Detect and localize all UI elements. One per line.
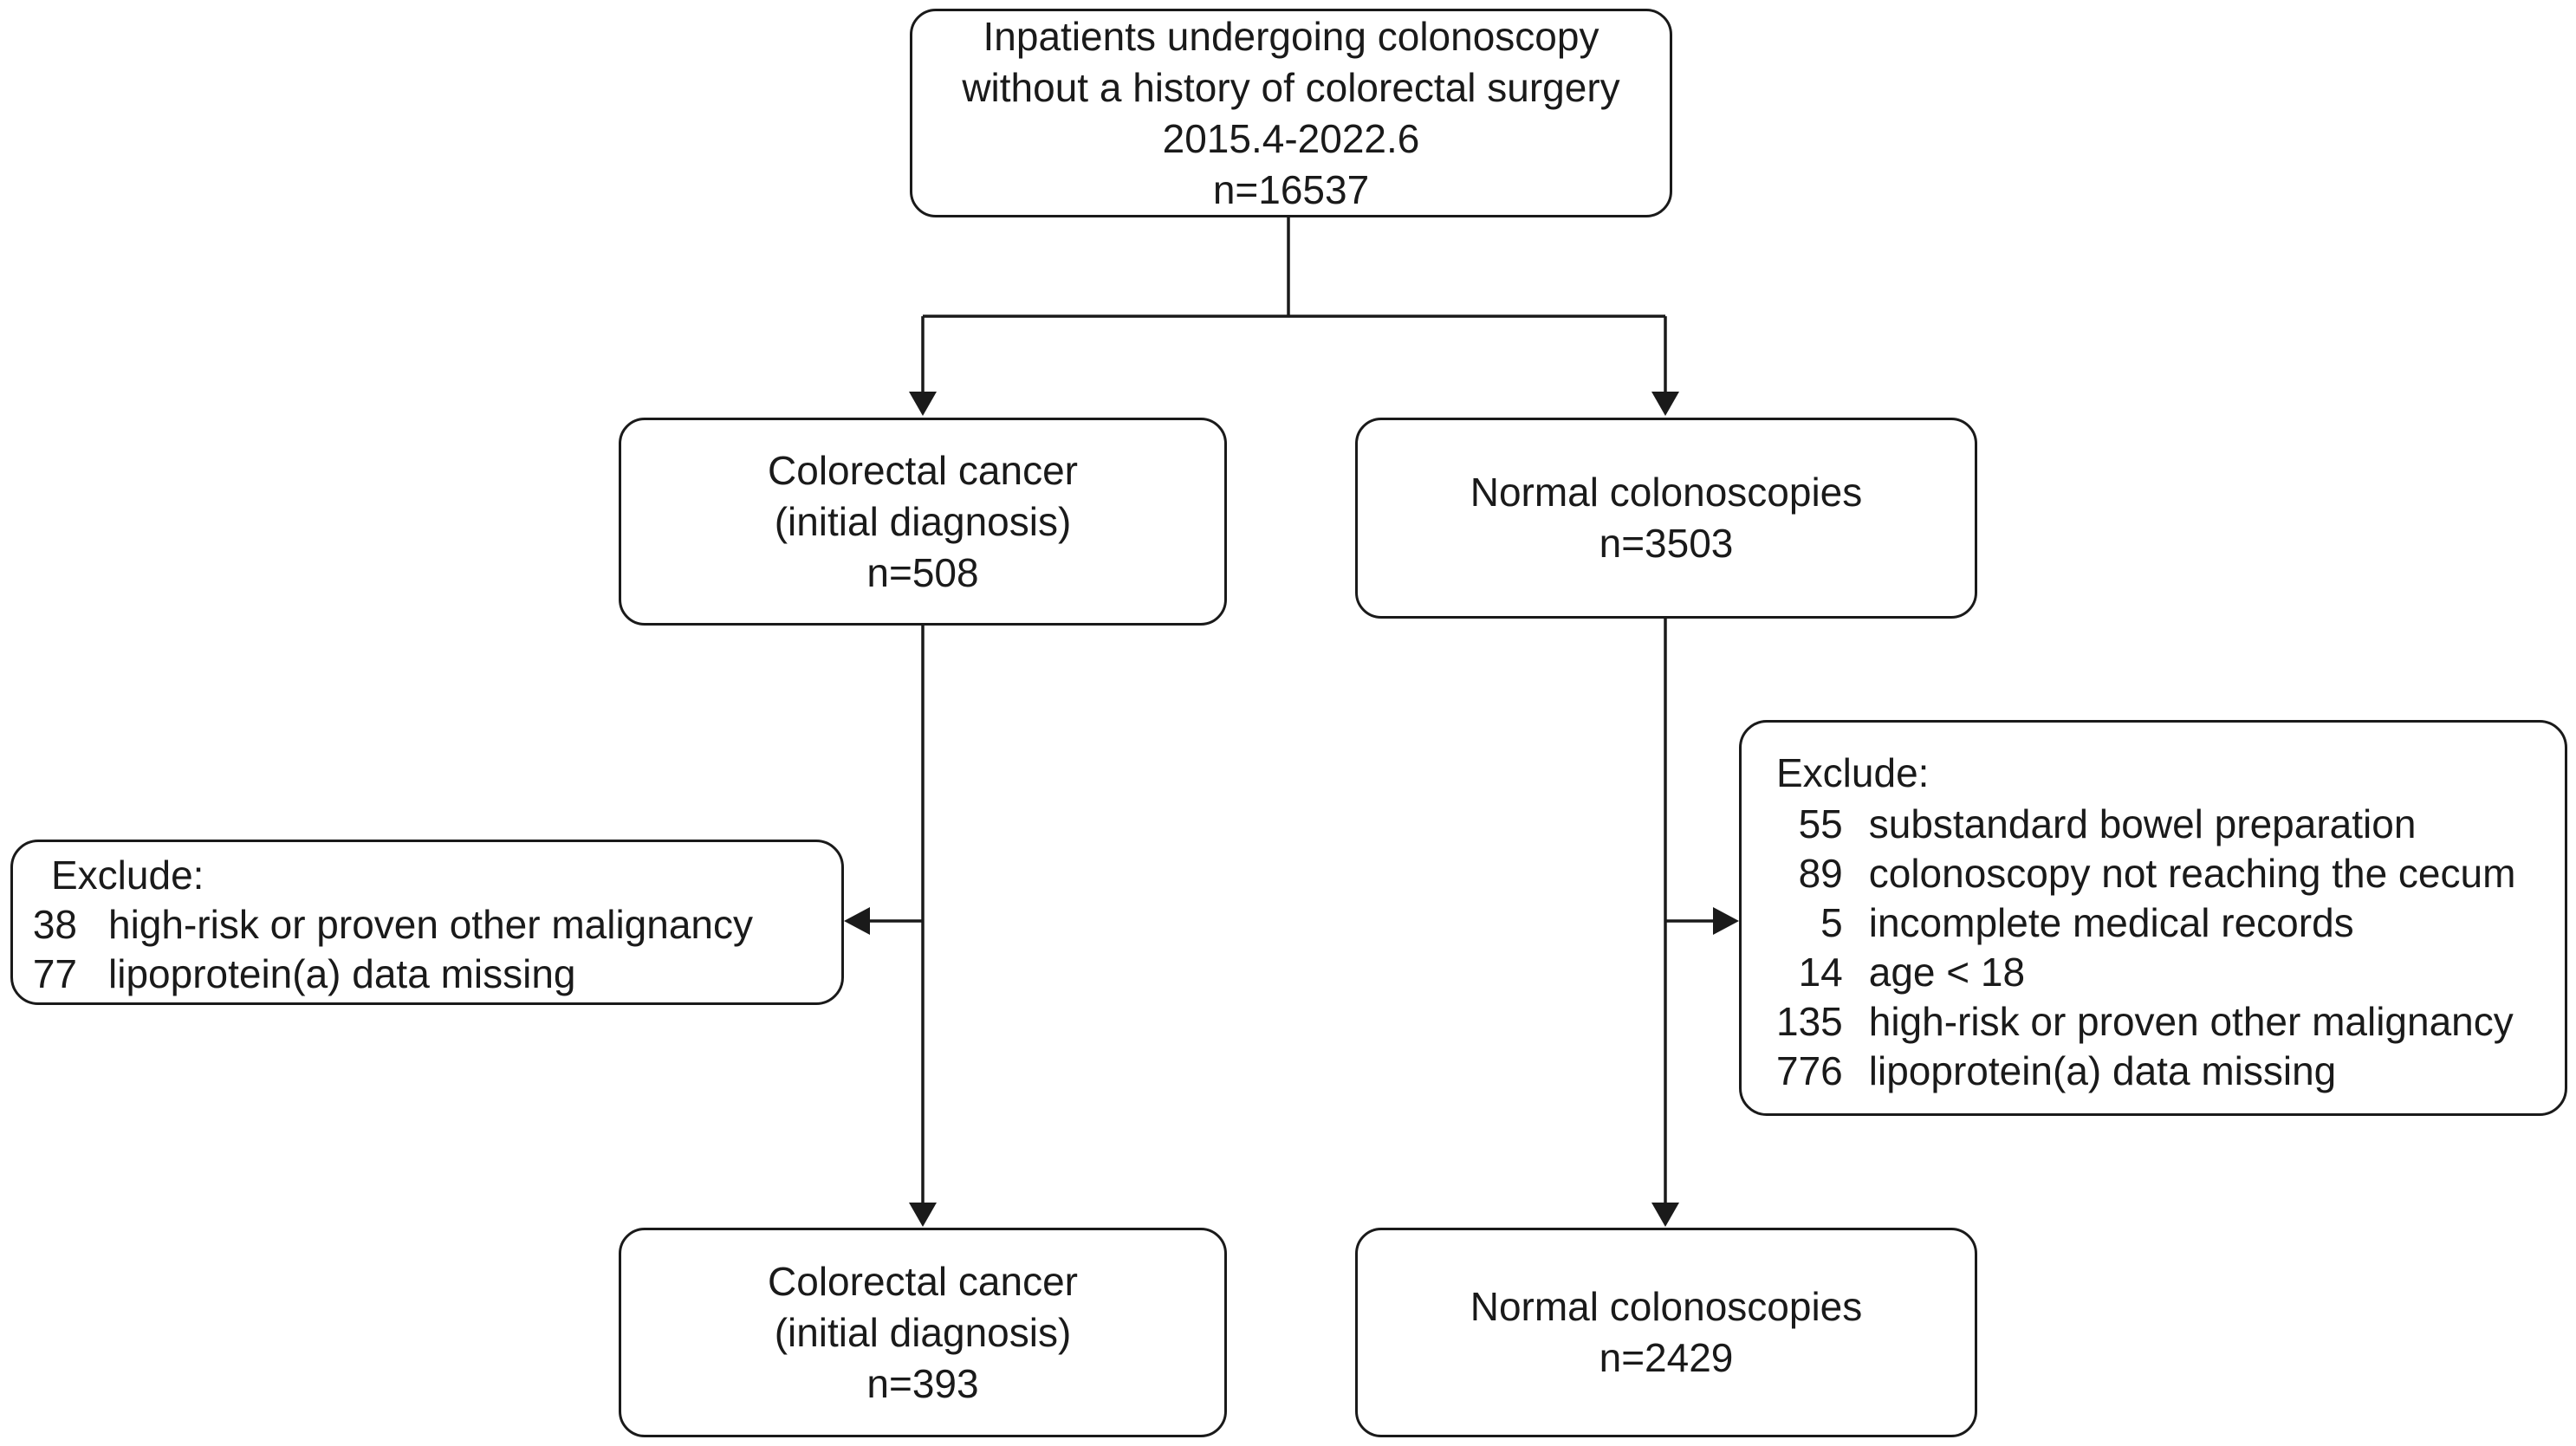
list-item: 89 colonoscopy not reaching the cecum — [1776, 849, 2516, 898]
exclude-reason: substandard bowel preparation — [1868, 801, 2417, 846]
exclude-count: 5 — [1820, 900, 1843, 945]
box-normal-line-2: n=3503 — [1599, 521, 1734, 566]
exclude-count: 14 — [1798, 950, 1843, 995]
arrowhead-normal-exclude — [1713, 907, 1739, 935]
box-normal-final-line-1: Normal colonoscopies — [1470, 1284, 1863, 1329]
box-crc-line-1: Colorectal cancer — [768, 447, 1078, 493]
exclude-reason: high-risk or proven other malignancy — [108, 902, 754, 947]
arrowhead-crc-final — [909, 1203, 937, 1227]
normal-exclude-list: 55 substandard bowel preparation 89 colo… — [1776, 800, 2515, 1096]
list-item: 5 incomplete medical records — [1776, 898, 2515, 948]
box-crc-final-line-1: Colorectal cancer — [768, 1258, 1078, 1304]
list-item: 55 substandard bowel preparation — [1776, 800, 2515, 849]
exclude-count: 38 — [32, 902, 77, 947]
exclude-count: 135 — [1776, 999, 1843, 1044]
box-inpatients-line-2: without a history of colorectal surgery — [962, 64, 1620, 110]
box-crc-final: Colorectal cancer (initial diagnosis) n=… — [619, 1228, 1227, 1437]
box-normal: Normal colonoscopies n=3503 — [1355, 418, 1977, 619]
box-normal-final-line-2: n=2429 — [1599, 1335, 1734, 1380]
exclude-count: 89 — [1798, 851, 1843, 896]
box-normal-exclusions: Exclude: 55 substandard bowel preparatio… — [1739, 720, 2567, 1116]
arrowhead-to-normal — [1651, 392, 1679, 416]
exclude-reason: lipoprotein(a) data missing — [1868, 1048, 2337, 1093]
box-crc-final-line-3: n=393 — [866, 1360, 979, 1406]
exclude-reason: colonoscopy not reaching the cecum — [1868, 851, 2516, 896]
exclude-reason: lipoprotein(a) data missing — [108, 951, 576, 996]
box-normal-final: Normal colonoscopies n=2429 — [1355, 1228, 1977, 1437]
box-inpatients-line-3: 2015.4-2022.6 — [1162, 115, 1420, 161]
box-inpatients-line-1: Inpatients undergoing colonoscopy — [983, 13, 1599, 59]
exclude-reason: high-risk or proven other malignancy — [1868, 999, 2514, 1044]
box-inpatients-line-4: n=16537 — [1212, 166, 1370, 212]
list-item: 77 lipoprotein(a) data missing — [16, 950, 753, 999]
box-crc-line-2: (initial diagnosis) — [774, 498, 1072, 544]
arrowhead-to-crc — [909, 392, 937, 416]
list-item: 38 high-risk or proven other malignancy — [16, 900, 753, 950]
box-crc-exclusions: Exclude: 38 high-risk or proven other ma… — [10, 840, 844, 1005]
list-item: 776 lipoprotein(a) data missing — [1776, 1047, 2515, 1096]
crc-exclude-heading: Exclude: — [51, 853, 204, 898]
list-item: 14 age < 18 — [1776, 948, 2515, 997]
exclude-count: 776 — [1776, 1048, 1843, 1093]
list-item: 135 high-risk or proven other malignancy — [1776, 997, 2515, 1047]
box-crc-final-line-2: (initial diagnosis) — [774, 1309, 1072, 1355]
arrowhead-crc-exclude — [844, 907, 870, 935]
normal-exclude-heading: Exclude: — [1776, 750, 1930, 795]
crc-exclude-list: 38 high-risk or proven other malignancy … — [16, 900, 753, 999]
exclude-count: 55 — [1798, 801, 1843, 846]
box-normal-line-1: Normal colonoscopies — [1470, 470, 1863, 515]
exclude-reason: incomplete medical records — [1868, 900, 2354, 945]
box-inpatients: Inpatients undergoing colonoscopy withou… — [910, 9, 1672, 217]
arrowhead-normal-final — [1651, 1203, 1679, 1227]
box-crc-line-3: n=508 — [866, 549, 979, 595]
box-crc: Colorectal cancer (initial diagnosis) n=… — [619, 418, 1227, 626]
exclude-reason: age < 18 — [1868, 950, 2026, 995]
exclude-count: 77 — [32, 951, 77, 996]
